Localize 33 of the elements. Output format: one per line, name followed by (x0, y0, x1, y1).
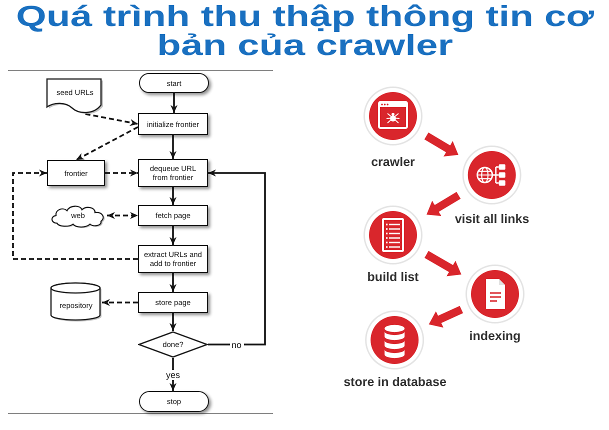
arrow (170, 358, 176, 391)
arrow (170, 313, 176, 331)
process-box (138, 205, 208, 226)
arrow (170, 273, 176, 292)
process-box (138, 292, 208, 313)
dashed-arrow (102, 299, 138, 306)
block-arrow (426, 192, 461, 215)
block-arrow (428, 306, 464, 325)
process-box (138, 159, 208, 187)
arrow (208, 170, 266, 346)
arrow (170, 93, 178, 113)
process-box (138, 245, 208, 273)
arrow (170, 226, 176, 245)
dashed-arrow (12, 170, 138, 260)
arrow (170, 187, 176, 205)
process-box (138, 113, 208, 135)
edge-label: yes (164, 370, 182, 380)
dashed-arrow (76, 126, 138, 161)
step-caption: store in database (344, 375, 446, 390)
terminator-shape (139, 73, 209, 93)
step-caption: crawler (371, 155, 415, 170)
terminator-shape (139, 391, 209, 412)
step-caption: visit all links (454, 212, 530, 227)
process-box (47, 160, 105, 186)
step-caption: build list (367, 270, 419, 285)
dashed-double-arrow (107, 212, 138, 219)
block-arrow (424, 250, 462, 274)
title: Quá trình thu thập thông tin cơ bản của crawler (14, 3, 595, 61)
block-arrow (424, 132, 458, 155)
dashed-arrow (105, 170, 138, 176)
arrow (170, 135, 176, 159)
step-caption: indexing (469, 329, 521, 344)
dashed-arrow (85, 113, 138, 126)
